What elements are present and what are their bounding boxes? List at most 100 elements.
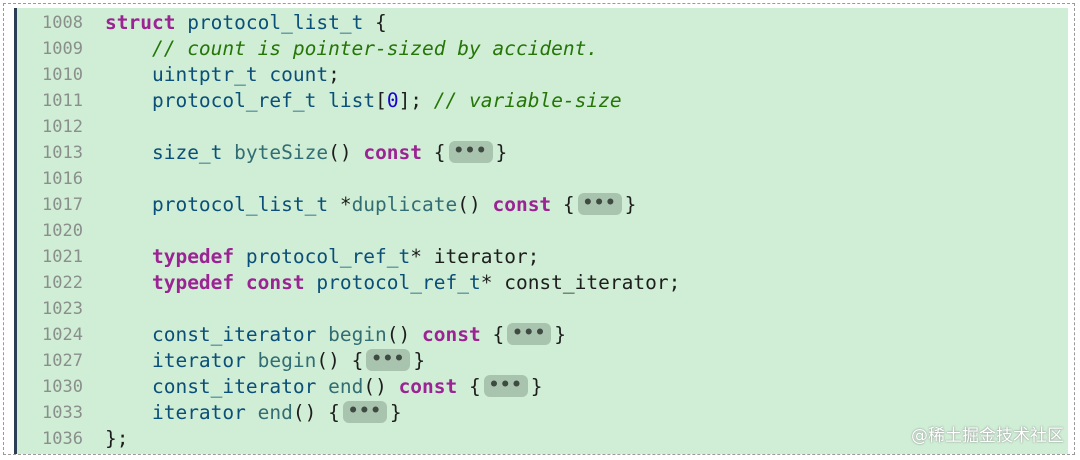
code-token: duplicate: [351, 193, 458, 216]
code-token: [105, 37, 152, 60]
code-token: protocol_ref_t: [151, 89, 317, 112]
code-token: uintptr_t: [151, 63, 258, 86]
code-line[interactable]: 1012: [17, 114, 1068, 140]
code-line[interactable]: 1036};: [17, 426, 1068, 452]
code-token: [105, 349, 152, 372]
code-line[interactable]: 1010 uintptr_t count;: [17, 62, 1068, 88]
code-text: iterator begin() {•••}: [105, 348, 425, 374]
code-token: [105, 323, 152, 346]
code-token: }: [389, 401, 402, 424]
code-token: [105, 245, 152, 268]
code-token: count: [269, 63, 329, 86]
code-token: 0: [386, 89, 399, 112]
code-token: iterator: [151, 401, 246, 424]
code-text: const_iterator begin() const {•••}: [105, 322, 566, 348]
code-token: iterator: [151, 349, 246, 372]
code-text: struct protocol_list_t {: [105, 10, 387, 36]
folded-code-badge[interactable]: •••: [448, 141, 493, 163]
code-token: [105, 141, 152, 164]
code-token: {: [457, 375, 481, 398]
code-text: size_t byteSize() const {•••}: [105, 140, 507, 166]
code-token: [105, 375, 152, 398]
code-text: typedef const protocol_ref_t* const_iter…: [105, 270, 680, 296]
code-token: // count is pointer-sized by accident.: [151, 37, 599, 60]
folded-code-badge[interactable]: •••: [366, 349, 411, 371]
code-token: protocol_list_t: [151, 193, 329, 216]
code-token: const: [422, 323, 481, 346]
code-token: [316, 89, 328, 112]
code-token: () {: [292, 401, 340, 424]
code-line[interactable]: 1020: [17, 218, 1068, 244]
line-number: 1016: [42, 169, 83, 189]
code-token: protocol_ref_t: [245, 245, 411, 268]
code-line[interactable]: 1016: [17, 166, 1068, 192]
code-line[interactable]: 1017 protocol_list_t *duplicate() const …: [17, 192, 1068, 218]
code-token: const: [363, 141, 423, 164]
code-line[interactable]: 1023: [17, 296, 1068, 322]
code-line[interactable]: 1008 struct protocol_list_t {: [17, 10, 1068, 36]
watermark: @稀土掘金技术社区: [911, 426, 1064, 446]
code-line[interactable]: 1030 const_iterator end() const {•••}: [17, 374, 1068, 400]
code-token: {: [480, 323, 505, 346]
code-line[interactable]: 1022 typedef const protocol_ref_t* const…: [17, 270, 1068, 296]
code-text: // count is pointer-sized by accident.: [105, 36, 598, 62]
line-number: 1027: [42, 351, 83, 371]
code-line[interactable]: 1027 iterator begin() {•••}: [17, 348, 1068, 374]
code-token: (): [457, 193, 493, 216]
code-token: const: [245, 271, 305, 294]
line-number: 1036: [42, 429, 83, 449]
folded-code-badge[interactable]: •••: [483, 375, 528, 397]
code-token: end: [257, 401, 293, 424]
code-token: [175, 11, 187, 34]
code-token: }: [530, 375, 543, 398]
code-line[interactable]: 1013 size_t byteSize() const {•••}: [17, 140, 1068, 166]
code-line[interactable]: 1009 // count is pointer-sized by accide…: [17, 36, 1068, 62]
line-number: 1033: [42, 403, 83, 423]
code-line[interactable]: 1011 protocol_ref_t list[0]; // variable…: [17, 88, 1068, 114]
code-token: [105, 63, 152, 86]
code-token: * const_iterator;: [480, 271, 681, 294]
folded-code-badge[interactable]: •••: [507, 323, 552, 345]
code-token: end: [328, 375, 364, 398]
code-token: size_t: [151, 141, 223, 164]
code-token: [234, 271, 246, 294]
code-line[interactable]: 1024 const_iterator begin() const {•••}: [17, 322, 1068, 348]
code-token: [105, 401, 152, 424]
code-token: (): [386, 323, 423, 346]
line-number: 1020: [42, 221, 83, 241]
line-number: 1030: [42, 377, 83, 397]
folded-code-badge[interactable]: •••: [342, 401, 387, 423]
code-token: [234, 245, 246, 268]
code-token: () {: [316, 349, 364, 372]
code-token: {: [551, 193, 575, 216]
code-token: [316, 323, 328, 346]
code-token: {: [422, 141, 446, 164]
code-token: }: [624, 193, 637, 216]
code-line[interactable]: 1033 iterator end() {•••}: [17, 400, 1068, 426]
code-text: typedef protocol_ref_t* iterator;: [105, 244, 539, 270]
code-token: [222, 141, 234, 164]
line-number: 1009: [42, 39, 83, 59]
code-token: [105, 89, 152, 112]
line-number: 1011: [42, 91, 83, 111]
folded-code-badge[interactable]: •••: [577, 193, 622, 215]
code-token: }: [554, 323, 566, 346]
line-number: 1021: [42, 247, 83, 267]
code-token: typedef: [151, 245, 235, 268]
line-number: 1012: [42, 117, 83, 137]
code-line[interactable]: 1021 typedef protocol_ref_t* iterator;: [17, 244, 1068, 270]
code-token: [316, 375, 328, 398]
code-token: (): [363, 375, 399, 398]
code-text: uintptr_t count;: [105, 62, 340, 88]
code-token: const_iterator: [151, 375, 317, 398]
code-token: begin: [257, 349, 317, 372]
line-number: 1008: [42, 13, 83, 33]
code-token: }: [413, 349, 426, 372]
code-token: [258, 63, 270, 86]
code-token: [: [375, 89, 387, 112]
code-token: byteSize: [234, 141, 329, 164]
line-number: 1022: [42, 273, 83, 293]
code-token: [105, 271, 152, 294]
code-token: const_iterator: [151, 323, 317, 346]
